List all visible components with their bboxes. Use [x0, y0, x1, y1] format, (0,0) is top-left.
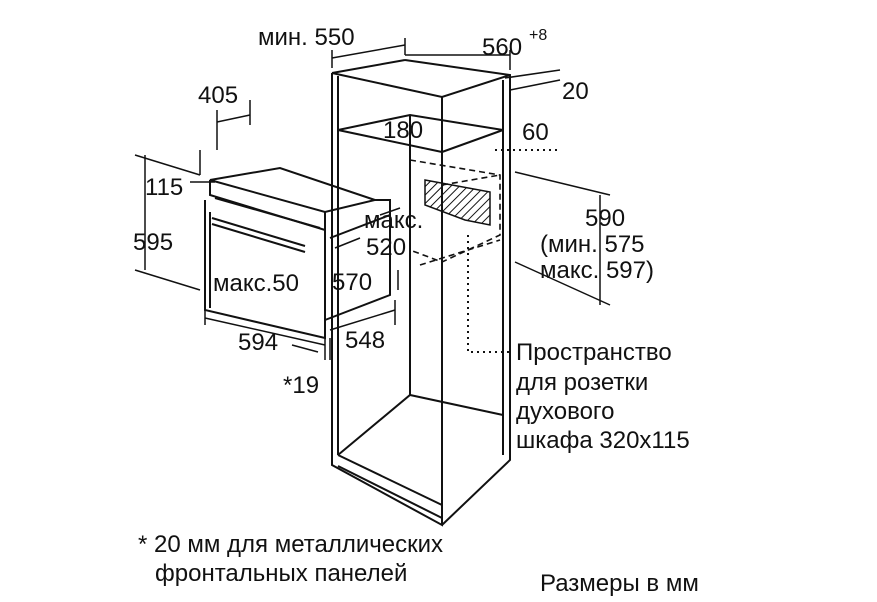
label-180: 180 [383, 117, 423, 144]
label-20: 20 [562, 78, 589, 105]
oven [204, 166, 391, 340]
socket-note-line-3: духового [516, 398, 614, 425]
socket-note-line-4: шкафа 320x115 [516, 427, 690, 454]
niche-outline [409, 159, 501, 266]
label-min-550: мин. 550 [258, 24, 355, 51]
label-590-min: (мин. 575 [540, 231, 645, 258]
units-note: Размеры в мм [540, 570, 699, 597]
label-590: 590 [585, 205, 625, 232]
socket-note-line-1: Пространство [516, 339, 672, 366]
label-405: 405 [198, 82, 238, 109]
label-60: 60 [522, 119, 549, 146]
label-594: 594 [238, 329, 278, 356]
label-115: 115 [145, 174, 183, 201]
footnote-line-2: фронтальных панелей [155, 560, 407, 587]
label-19: *19 [283, 372, 319, 399]
socket-leader [467, 149, 560, 353]
label-548: 548 [345, 327, 385, 354]
dimension-lines [134, 38, 611, 360]
cabinet [331, 59, 511, 527]
label-560: 560 [482, 34, 522, 61]
label-max-520-a: макс. [364, 207, 423, 234]
label-max-50: макс.50 [213, 270, 299, 297]
label-max-520-b: 520 [366, 234, 406, 261]
socket-area [424, 179, 491, 226]
label-595: 595 [133, 229, 173, 256]
label-590-max: макс. 597) [540, 257, 654, 284]
footnote-line-1: * 20 мм для металлических [138, 531, 443, 558]
label-570: 570 [332, 269, 372, 296]
label-560-tolerance: +8 [529, 27, 547, 44]
socket-note-line-2: для розетки [516, 369, 648, 396]
